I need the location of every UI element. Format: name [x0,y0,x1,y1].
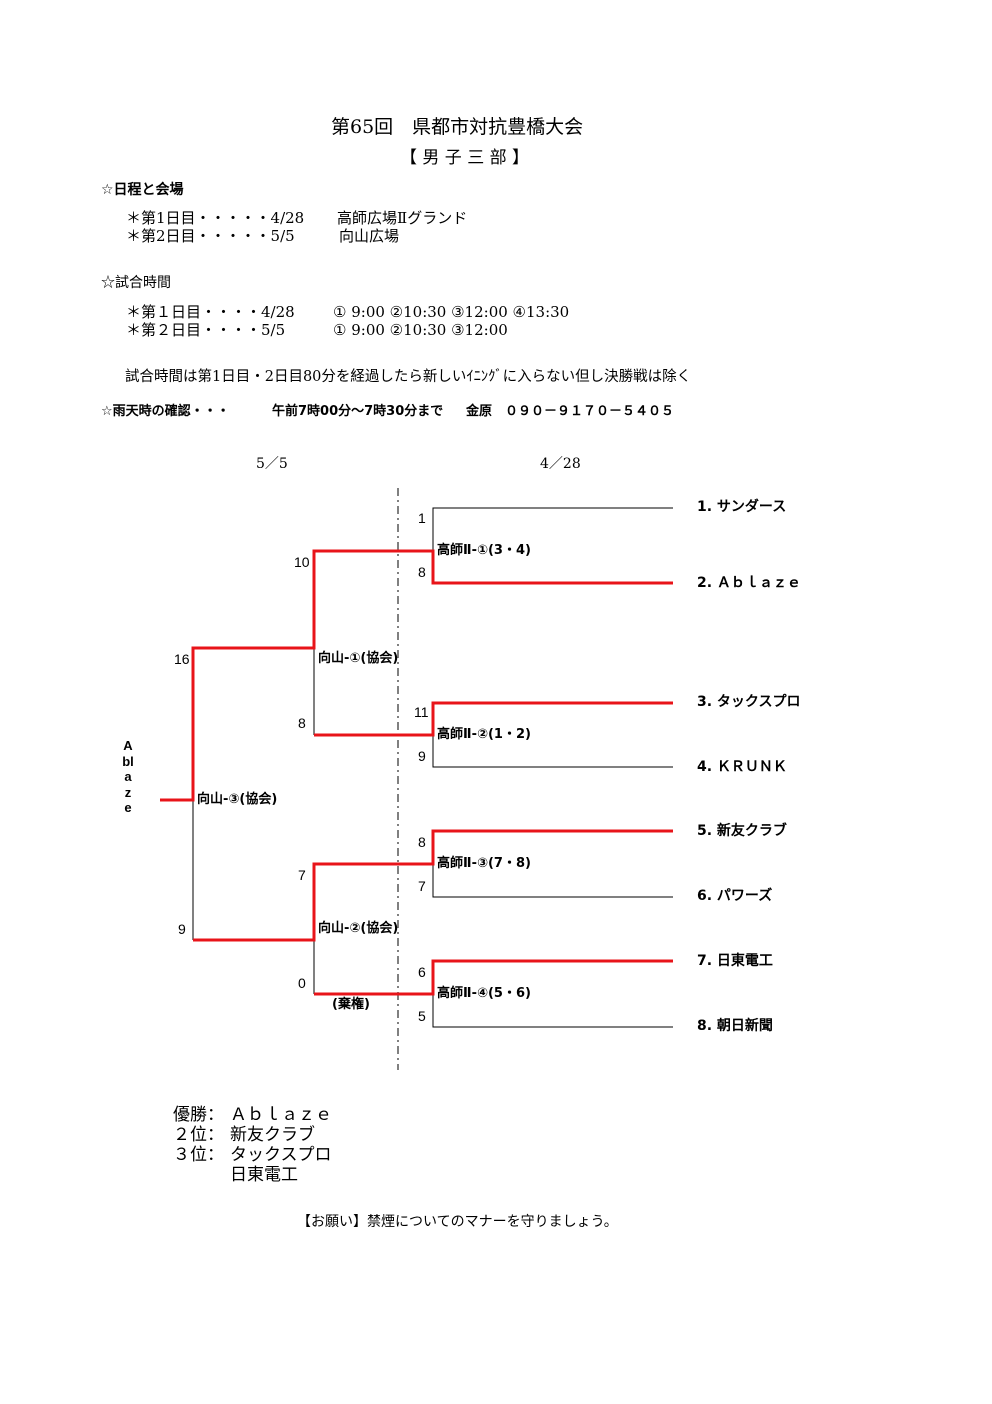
times-slots-1: ① 9:00 ②10:30 ③12:00 ④13:30 [333,303,570,321]
score: 11 [414,704,429,720]
result-2-value: 新友クラブ [230,1125,315,1145]
team-4: 4. ＫＲＵＮＫ [697,759,787,775]
team-2: 2. Ａｂｌａｚｅ [697,575,801,591]
score: 9 [418,748,426,764]
final-match: 向山-③(協会) [197,792,278,807]
score: 7 [418,878,426,894]
rain-time: 午前7時00分～7時30分まで [272,404,444,419]
times-day-1: ＊第１日目・・・・4/28 [126,303,295,321]
rain-label: ☆雨天時の確認・・・ [101,404,230,419]
score: 16 [174,651,190,667]
schedule-day-1: ＊第1日目・・・・・4/28 [126,209,305,227]
score: 0 [298,975,306,991]
score: 6 [418,964,426,980]
r1-match-1: 高師Ⅱ-①(3・4) [437,543,531,558]
score: 5 [418,1008,426,1024]
score: 1 [418,510,426,526]
r1-match-2: 高師Ⅱ-②(1・2) [437,727,531,742]
team-7: 7. 日東電工 [697,953,773,969]
score: 8 [418,564,426,580]
times-slots-2: ① 9:00 ②10:30 ③12:00 [333,321,508,339]
r2-match-1: 向山-①(協会) [318,651,399,666]
team-1: 1. サンダース [697,499,787,515]
result-3b-value: 日東電工 [230,1165,298,1185]
rain-contact: 金原 ０９０－９１７０－５４０５ [466,404,675,419]
match-time-note: 試合時間は第1日目・2日目80分を経過したら新しいｲﾆﾝｸﾞに入らない但し決勝戦… [125,369,692,385]
result-3-value: タックスプロ [230,1145,332,1165]
schedule-venue-2: 向山広場 [339,227,400,245]
team-5: 5. 新友クラブ [697,823,787,839]
result-1-label: 優勝： [173,1105,224,1125]
score: 7 [298,867,306,883]
date-day2: 5／5 [256,456,288,472]
r1-match-3: 高師Ⅱ-③(7・8) [437,856,531,871]
score: 8 [298,715,306,731]
team-3: 3. タックスプロ [697,694,801,710]
times-day-2: ＊第２日目・・・・5/5 [126,321,286,339]
times-heading: ☆試合時間 [101,275,171,291]
team-8: 8. 朝日新聞 [697,1018,773,1034]
date-day1: 4／28 [540,456,581,472]
score: 8 [418,834,426,850]
schedule-venue-1: 高師広場Ⅱグランド [337,209,468,227]
score: 10 [294,554,310,570]
result-2-label: ２位： [173,1125,224,1145]
team-6: 6. パワーズ [697,888,773,904]
result-1-value: Ａｂｌａｚｅ [230,1105,332,1125]
bracket-black [192,507,673,1028]
forfeit-note: (棄権) [332,997,370,1012]
r2-match-2: 向山-②(協会) [318,921,399,936]
result-3-label: ３位： [173,1145,224,1165]
score: 9 [178,921,186,937]
division-title: 【 男 子 三 部 】 [400,148,530,168]
r1-match-4: 高師Ⅱ-④(5・6) [437,986,531,1001]
request-note: 【お願い】禁煙についてのマナーを守りましょう。 [297,1214,618,1230]
champion-vertical: Ablaze [122,738,134,815]
bracket-winner-path [160,549,673,996]
schedule-heading: ☆日程と会場 [101,182,184,198]
schedule-day-2: ＊第2日目・・・・・5/5 [126,227,295,245]
page-title: 第65回 県都市対抗豊橋大会 [331,116,584,138]
